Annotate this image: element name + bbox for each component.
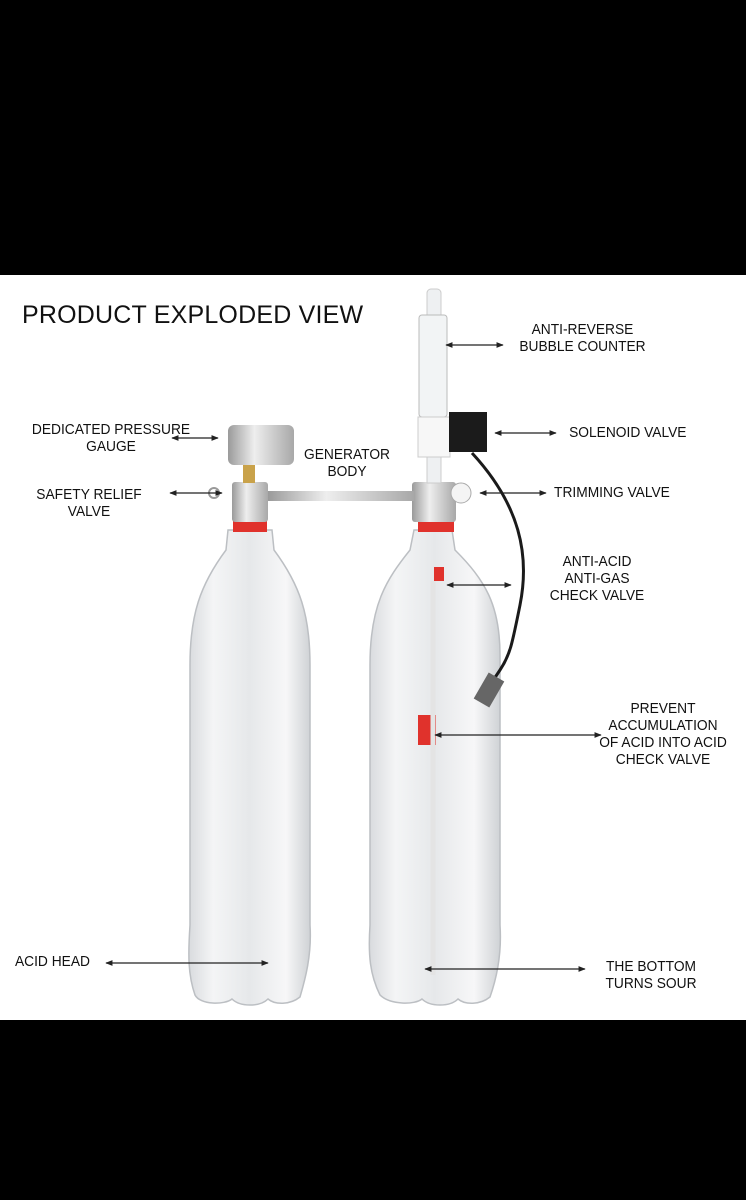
anti-acid-check-valve <box>434 567 444 581</box>
product-diagram-panel: PRODUCT EXPLODED VIEW ANTI-REVERSE BUBBL… <box>0 275 746 1020</box>
right-bottle <box>368 482 502 1006</box>
generator-body-bar <box>268 491 414 501</box>
label-line: ACCUMULATION <box>608 718 718 734</box>
label-pressure-gauge: DEDICATED PRESSURE GAUGE <box>25 422 198 456</box>
label-line: BUBBLE COUNTER <box>519 339 646 355</box>
label-line: SOLENOID VALVE <box>569 425 687 441</box>
left-seal <box>233 520 267 532</box>
trimming-valve-knob <box>450 482 472 504</box>
label-prevent-accumulation: PREVENT ACCUMULATION OF ACID INTO ACID C… <box>586 701 740 769</box>
label-anti-acid-check-valve: ANTI-ACID ANTI-GAS CHECK VALVE <box>540 554 654 605</box>
label-bubble-counter: ANTI-REVERSE BUBBLE COUNTER <box>519 322 645 356</box>
label-safety-relief-valve: SAFETY RELIEF VALVE <box>31 487 147 521</box>
label-generator-body: GENERATOR BODY <box>299 447 396 481</box>
left-bottle <box>188 425 312 1006</box>
bubble-counter <box>417 288 451 484</box>
label-line: PREVENT <box>630 701 696 717</box>
pressure-gauge <box>228 425 294 465</box>
label-line: VALVE <box>67 504 111 520</box>
label-line: OF ACID INTO ACID <box>599 735 727 751</box>
label-line: BODY <box>327 464 367 480</box>
label-line: TRIMMING VALVE <box>554 485 670 501</box>
label-line: ANTI-REVERSE <box>531 322 634 338</box>
right-cap-b <box>412 482 456 522</box>
label-line: CHECK VALVE <box>549 588 645 604</box>
label-bottom-sour: THE BOTTOM TURNS SOUR <box>597 959 705 993</box>
label-trimming-valve: TRIMMING VALVE <box>554 485 670 502</box>
label-line: DEDICATED PRESSURE <box>31 422 191 438</box>
label-line: THE BOTTOM <box>605 959 697 975</box>
label-line: ACID HEAD <box>14 954 90 970</box>
leader-arrows <box>105 342 602 972</box>
product-illustration <box>105 288 602 1006</box>
label-line: GENERATOR <box>303 447 390 463</box>
label-acid-head: ACID HEAD <box>15 954 90 971</box>
cable-plug <box>473 672 505 708</box>
label-line: GAUGE <box>86 439 136 455</box>
label-line: CHECK VALVE <box>615 752 711 768</box>
page-title: PRODUCT EXPLODED VIEW <box>22 301 364 329</box>
left-cap-a <box>232 482 268 522</box>
label-solenoid-valve: SOLENOID VALVE <box>569 425 686 442</box>
label-line: SAFETY RELIEF <box>36 487 142 503</box>
label-line: ANTI-GAS <box>564 571 630 587</box>
right-seal <box>418 520 454 532</box>
label-line: ANTI-ACID <box>562 554 632 570</box>
label-line: TURNS SOUR <box>605 976 697 992</box>
solenoid-valve-body <box>449 412 487 452</box>
